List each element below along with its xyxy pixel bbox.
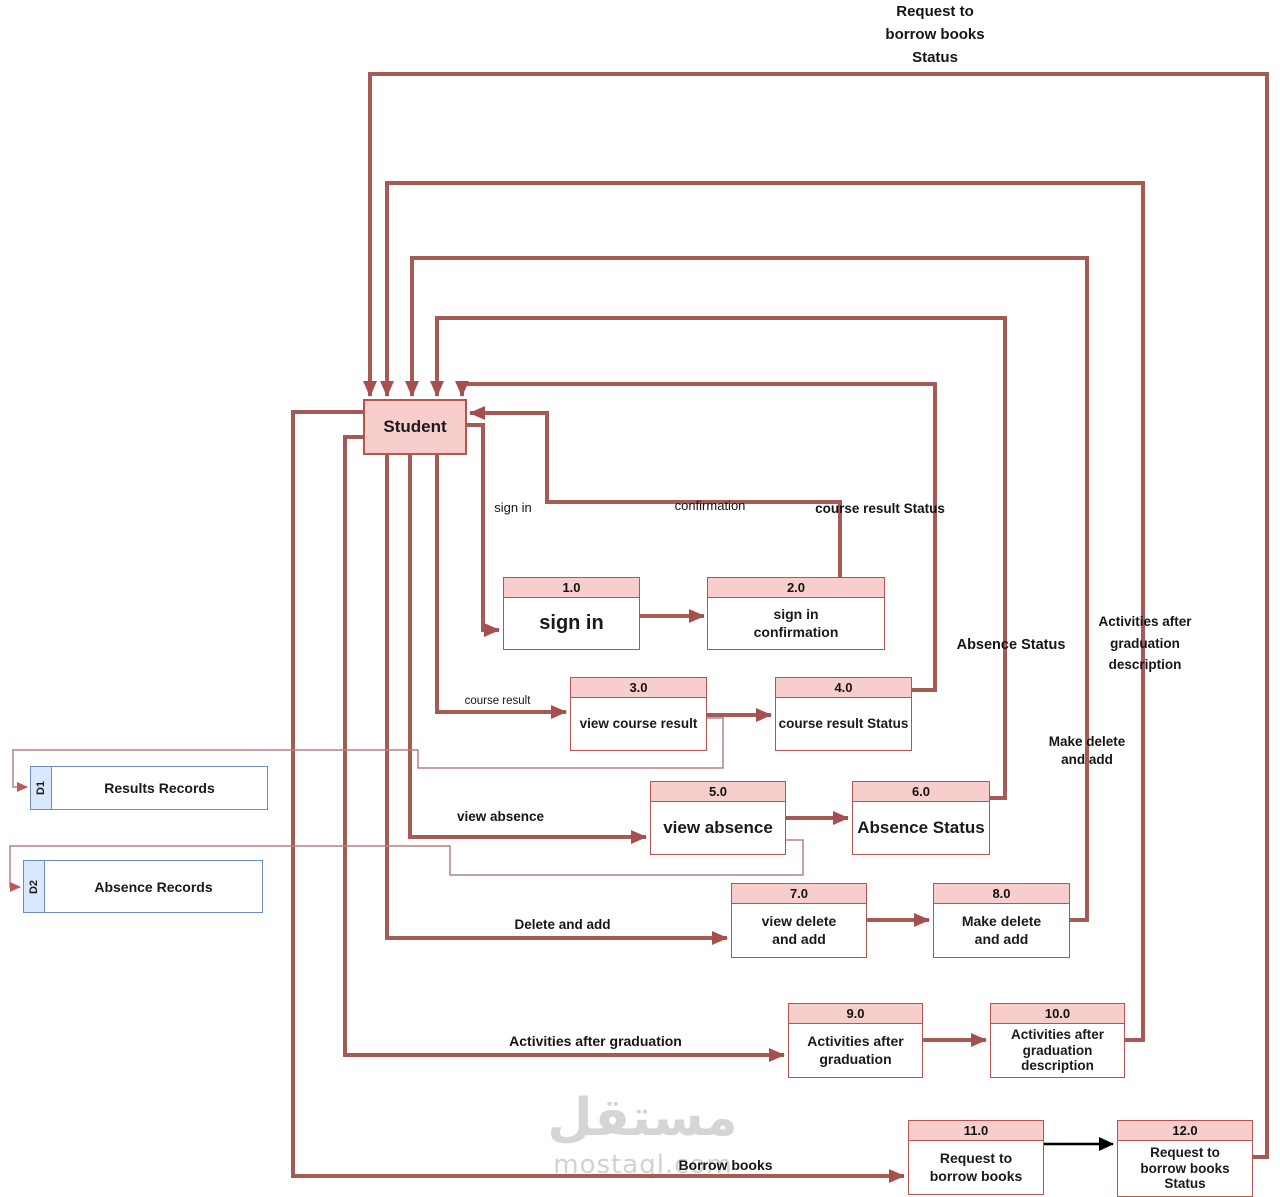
flow-label-borrow-status: Request to borrow books Status xyxy=(885,3,985,66)
flow-label-view-absence: view absence xyxy=(456,809,545,824)
process-1: 1.0 sign in xyxy=(503,577,640,650)
flow-label-absence-status: Absence Status xyxy=(956,637,1066,653)
flow-delete-and-add xyxy=(385,451,728,945)
process-12-label: Request to borrow books Status xyxy=(1140,1145,1230,1192)
process-7-label: view delete and add xyxy=(761,913,837,947)
store-d2-label: Absence Records xyxy=(45,860,263,913)
flow-label-activities-after-graduation: Activities after graduation xyxy=(509,1033,682,1049)
flow-label-delete-and-add: Delete and add xyxy=(514,917,611,932)
process-10: 10.0 Activities after graduation descrip… xyxy=(990,1003,1125,1078)
process-11-label: Request to borrow books xyxy=(929,1150,1023,1184)
flow-label-make-delete-and-add: Make delete and add xyxy=(1048,734,1126,767)
store-d2-tab: D2 xyxy=(23,860,45,913)
flow-p3-to-d1 xyxy=(12,717,724,792)
process-3-label: view course result xyxy=(579,716,698,732)
flow-label-course-result-status: course result Status xyxy=(815,501,945,516)
flow-absence-status-return xyxy=(430,316,1007,800)
flow-label-borrow-books: Borrow books xyxy=(678,1157,773,1173)
process-10-number: 10.0 xyxy=(991,1004,1124,1024)
flow-confirmation-return xyxy=(469,406,842,577)
store-d1-id: D1 xyxy=(35,780,47,796)
flow-view-absence xyxy=(408,451,647,844)
flow-course-result-status-return xyxy=(455,381,937,692)
store-d1: D1 Results Records xyxy=(30,766,268,810)
process-9: 9.0 Activities after graduation xyxy=(788,1003,923,1078)
flow-make-delete-return xyxy=(405,256,1089,922)
process-1-number: 1.0 xyxy=(504,578,639,598)
flow-course-result xyxy=(435,451,567,719)
process-7: 7.0 view delete and add xyxy=(731,883,867,958)
flow-p5-to-d2 xyxy=(9,839,804,892)
process-9-number: 9.0 xyxy=(789,1004,922,1024)
student-entity-label: Student xyxy=(383,417,447,436)
flow-label-activities-description: Activities after graduation description xyxy=(1098,614,1192,673)
process-5-number: 5.0 xyxy=(651,782,785,802)
process-6-number: 6.0 xyxy=(853,782,989,802)
flow-label-sign-in: sign in xyxy=(494,500,532,515)
process-5: 5.0 view absence xyxy=(650,781,786,855)
flow-activities-after-graduation xyxy=(343,435,785,1062)
process-8: 8.0 Make delete and add xyxy=(933,883,1070,958)
process-3: 3.0 view course result xyxy=(570,677,707,751)
process-12-number: 12.0 xyxy=(1118,1121,1252,1141)
process-12: 12.0 Request to borrow books Status xyxy=(1117,1120,1253,1197)
process-9-label: Activities after graduation xyxy=(807,1033,904,1067)
watermark-arabic: مستقل xyxy=(547,1088,738,1148)
process-4: 4.0 course result Status xyxy=(775,677,912,751)
flow-borrow-books xyxy=(291,410,905,1183)
process-8-number: 8.0 xyxy=(934,884,1069,904)
flow-label-course-result: course result xyxy=(464,695,531,707)
process-2: 2.0 sign in confirmation xyxy=(707,577,885,650)
process-11-number: 11.0 xyxy=(909,1121,1043,1141)
process-2-number: 2.0 xyxy=(708,578,884,598)
store-d1-tab: D1 xyxy=(30,766,52,810)
student-entity: Student xyxy=(363,399,467,455)
flow-sign-in xyxy=(463,423,500,637)
store-d2: D2 Absence Records xyxy=(23,860,263,913)
process-4-label: course result Status xyxy=(778,716,909,732)
process-6-label: Absence Status xyxy=(857,818,985,838)
process-7-number: 7.0 xyxy=(732,884,866,904)
process-4-number: 4.0 xyxy=(776,678,911,698)
flow-borrow-status-return xyxy=(363,72,1269,1159)
process-5-label: view absence xyxy=(663,818,773,838)
process-6: 6.0 Absence Status xyxy=(852,781,990,855)
process-3-number: 3.0 xyxy=(571,678,706,698)
flow-label-confirmation: confirmation xyxy=(674,498,746,513)
store-d1-label: Results Records xyxy=(52,766,268,810)
flow-activities-description-return xyxy=(380,181,1145,1042)
process-1-label: sign in xyxy=(539,612,604,634)
process-2-label: sign in confirmation xyxy=(753,606,839,640)
process-11: 11.0 Request to borrow books xyxy=(908,1120,1044,1195)
store-d2-id: D2 xyxy=(28,879,40,894)
process-10-label: Activities after graduation description xyxy=(1010,1027,1105,1074)
process-8-label: Make delete and add xyxy=(961,913,1042,947)
